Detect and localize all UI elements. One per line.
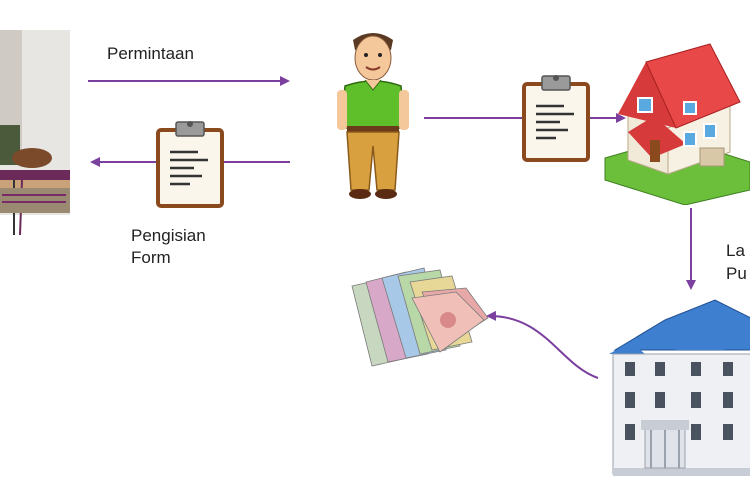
label-request: Permintaan	[107, 44, 194, 63]
man-icon	[337, 33, 409, 199]
arrow-bank-to-money	[486, 310, 599, 379]
weaver-photo	[0, 30, 70, 236]
clipboard-icon	[522, 75, 590, 162]
clipboard-icon	[156, 121, 224, 208]
label-form-fill-line1: Pengisian	[131, 226, 206, 245]
label-right-cut-line1: La	[726, 241, 745, 260]
label-right-cut-line2: Pu	[726, 264, 747, 283]
house-icon	[604, 43, 750, 205]
money-icon	[351, 267, 489, 367]
label-form-fill-line2: Form	[131, 248, 171, 267]
bank-building-icon	[609, 299, 750, 476]
